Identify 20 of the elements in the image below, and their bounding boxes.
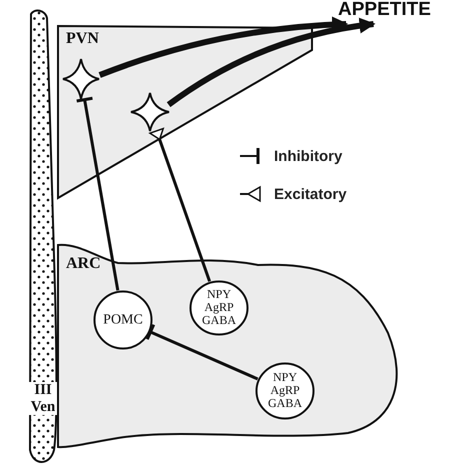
neuron-circle — [255, 362, 315, 420]
inhibitory-connector — [146, 323, 258, 380]
region-label: III Ven — [29, 382, 57, 415]
excitatory-connector — [149, 128, 212, 282]
arrow — [98, 16, 348, 78]
legend-label: Inhibitory — [274, 148, 342, 165]
neuron-circle — [189, 280, 249, 336]
neuron-drawing — [62, 58, 100, 100]
neuron-circle — [93, 290, 153, 350]
neuron-drawing — [130, 92, 170, 132]
ventricle-band — [27, 10, 58, 465]
legend-label: Excitatory — [274, 186, 347, 203]
cell-type-label: POMC — [102, 312, 144, 328]
output-text: APPETITE — [338, 0, 431, 21]
region-label: PVN — [66, 30, 99, 48]
cell-type-label: NPY AgRP GABA — [266, 371, 303, 411]
region-label: ARC — [66, 255, 101, 273]
inhibitory-connector — [75, 96, 120, 291]
arrow — [166, 18, 376, 108]
cell-type-label: NPY AgRP GABA — [200, 288, 237, 328]
